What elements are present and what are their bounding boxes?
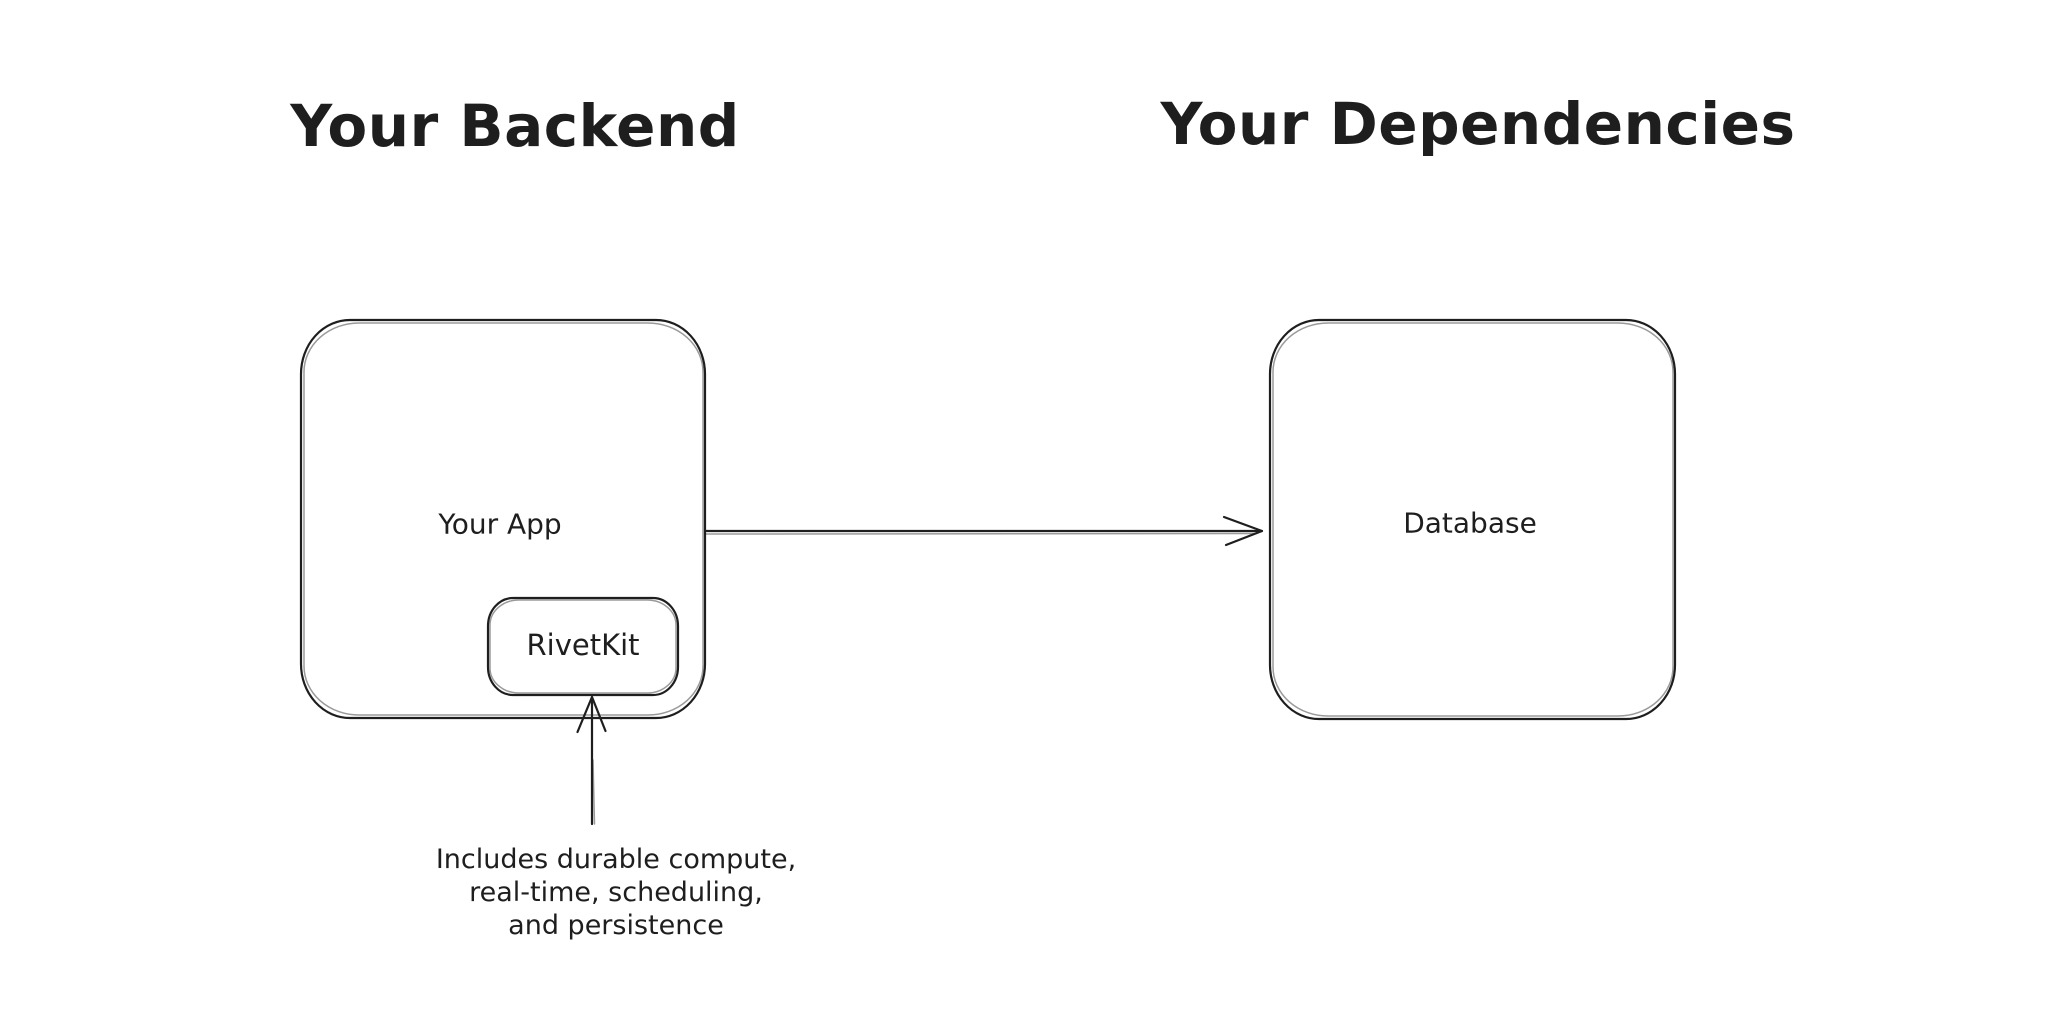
rivetkit-box bbox=[486, 596, 680, 697]
dependencies-heading: Your Dependencies bbox=[1160, 90, 1796, 158]
backend-heading: Your Backend bbox=[290, 92, 740, 160]
annotation-line-2: real-time, scheduling, bbox=[469, 877, 763, 908]
your-app-box bbox=[299, 318, 707, 720]
app-to-database-arrow bbox=[704, 515, 1264, 547]
arrowhead-right-icon bbox=[1222, 515, 1264, 547]
database-box bbox=[1268, 318, 1677, 721]
rivetkit-label: RivetKit bbox=[526, 628, 640, 662]
rivetkit-annotation: Includes durable compute, real-time, sch… bbox=[436, 843, 796, 942]
annotation-line-3: and persistence bbox=[508, 910, 724, 941]
annotation-to-rivetkit-arrow bbox=[576, 695, 607, 826]
annotation-line-1: Includes durable compute, bbox=[435, 844, 797, 875]
your-app-label: Your App bbox=[438, 507, 562, 541]
database-label: Database bbox=[1403, 506, 1537, 540]
arrowhead-up-icon bbox=[576, 695, 607, 734]
